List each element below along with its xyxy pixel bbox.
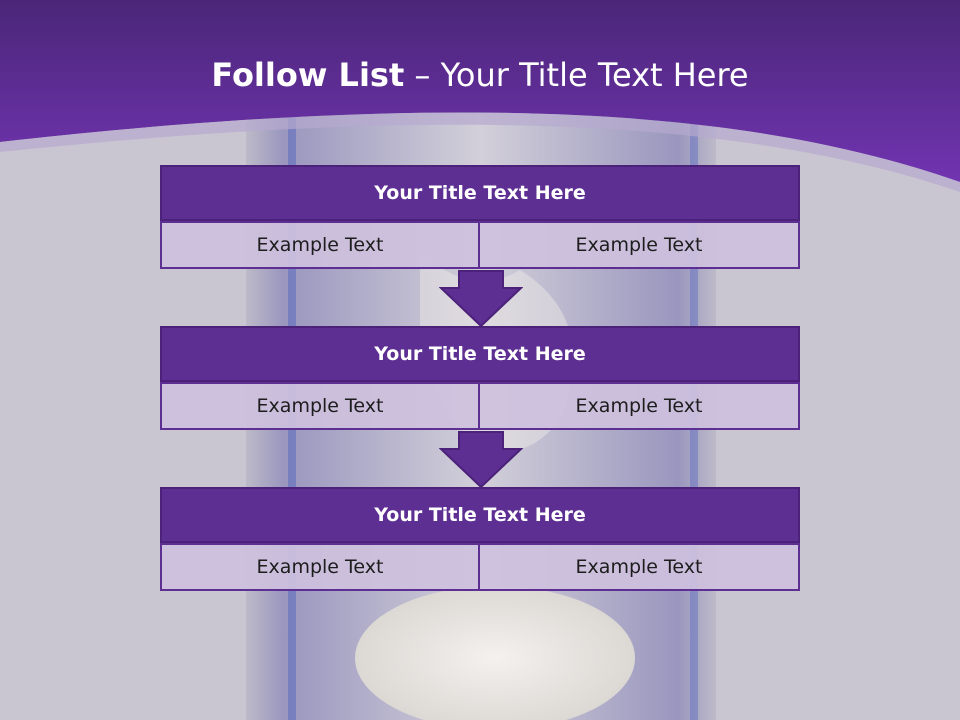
down-arrow-icon xyxy=(439,270,523,328)
down-arrow-icon xyxy=(439,431,523,489)
slide-title: Follow List – Your Title Text Here xyxy=(0,52,960,98)
title-banner xyxy=(0,0,960,182)
title-rest: – Your Title Text Here xyxy=(404,56,749,94)
stage-2-left-cell: Example Text xyxy=(160,382,480,430)
stage-1-left-cell: Example Text xyxy=(160,221,480,269)
stage-3: Your Title Text Here Example Text Exampl… xyxy=(160,487,800,591)
stage-2: Your Title Text Here Example Text Exampl… xyxy=(160,326,800,430)
stage-1-right-cell: Example Text xyxy=(480,221,800,269)
stage-1: Your Title Text Here Example Text Exampl… xyxy=(160,165,800,269)
title-bold: Follow List xyxy=(211,56,405,94)
stage-2-right-cell: Example Text xyxy=(480,382,800,430)
stage-2-header: Your Title Text Here xyxy=(160,326,800,382)
stage-1-header: Your Title Text Here xyxy=(160,165,800,221)
stage-3-right-cell: Example Text xyxy=(480,543,800,591)
tablet-shape xyxy=(355,586,635,720)
stage-3-header: Your Title Text Here xyxy=(160,487,800,543)
stage-3-left-cell: Example Text xyxy=(160,543,480,591)
banner-swoosh xyxy=(0,112,960,192)
